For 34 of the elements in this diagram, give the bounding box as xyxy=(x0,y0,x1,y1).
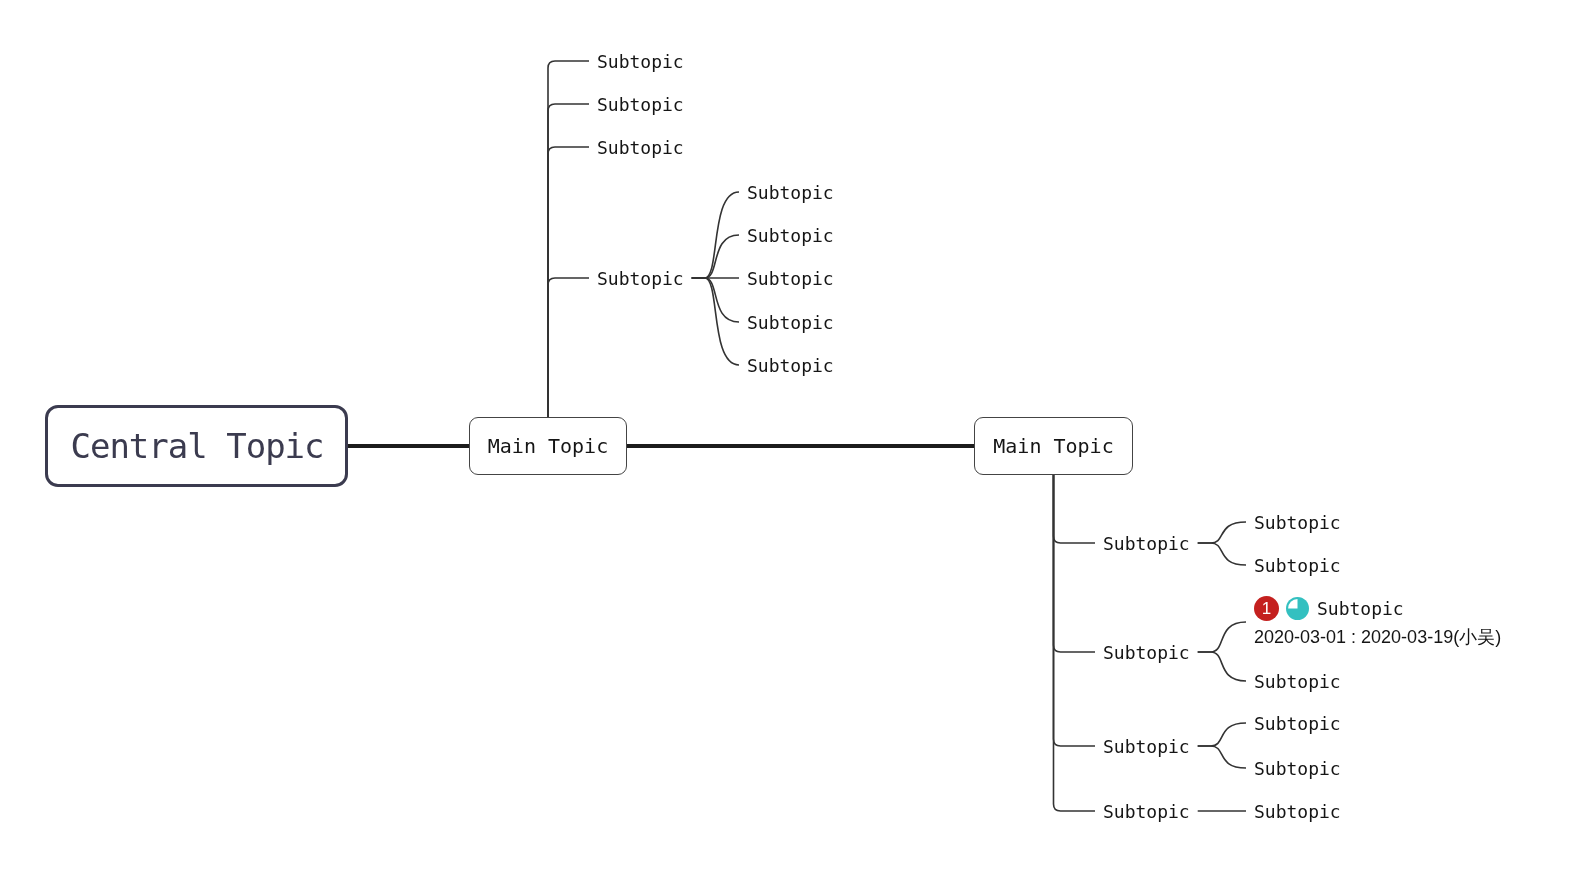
subtopic-label: Subtopic xyxy=(739,266,842,290)
priority-marker: 1 xyxy=(1254,596,1279,621)
connector-line xyxy=(348,444,469,448)
subtopic-label: Subtopic xyxy=(589,266,692,290)
connector-line xyxy=(1196,651,1247,682)
connector-line xyxy=(1196,542,1247,566)
subtopic-label: Subtopic xyxy=(1095,531,1198,555)
date-range: 2020-03-01 : 2020-03-19(小吴) xyxy=(1254,626,1502,648)
connector-line xyxy=(1052,474,1096,812)
central-topic-box: Central Topic xyxy=(45,405,348,487)
subtopic-label: Subtopic xyxy=(1095,640,1198,664)
connector-line xyxy=(627,444,974,448)
connector-line xyxy=(1196,745,1247,769)
subtopic-label: Subtopic xyxy=(589,49,692,73)
subtopic-label: Subtopic xyxy=(1246,711,1349,735)
main-topic-box: Main Topic xyxy=(974,417,1133,475)
subtopic-label: Subtopic xyxy=(1246,510,1349,534)
subtopic-label: Subtopic xyxy=(1095,799,1198,823)
connector-line xyxy=(690,277,740,366)
subtopic-label: Subtopic xyxy=(1246,669,1349,693)
subtopic-label: Subtopic xyxy=(1317,598,1404,619)
subtopic-label: Subtopic xyxy=(589,92,692,116)
subtopic-label: Subtopic xyxy=(739,353,842,377)
subtopic-label: Subtopic xyxy=(1246,756,1349,780)
subtopic-label: Subtopic xyxy=(1246,553,1349,577)
connector-line xyxy=(547,277,590,418)
subtopic-label: Subtopic xyxy=(739,180,842,204)
main-topic-box: Main Topic xyxy=(469,417,627,475)
subtopic-label: Subtopic xyxy=(1095,734,1198,758)
subtopic-label: Subtopic xyxy=(589,135,692,159)
connector-line xyxy=(1196,810,1247,812)
subtopic-label: Subtopic xyxy=(739,310,842,334)
subtopic-label: Subtopic xyxy=(1246,799,1349,823)
subtopic-label: Subtopic xyxy=(739,223,842,247)
